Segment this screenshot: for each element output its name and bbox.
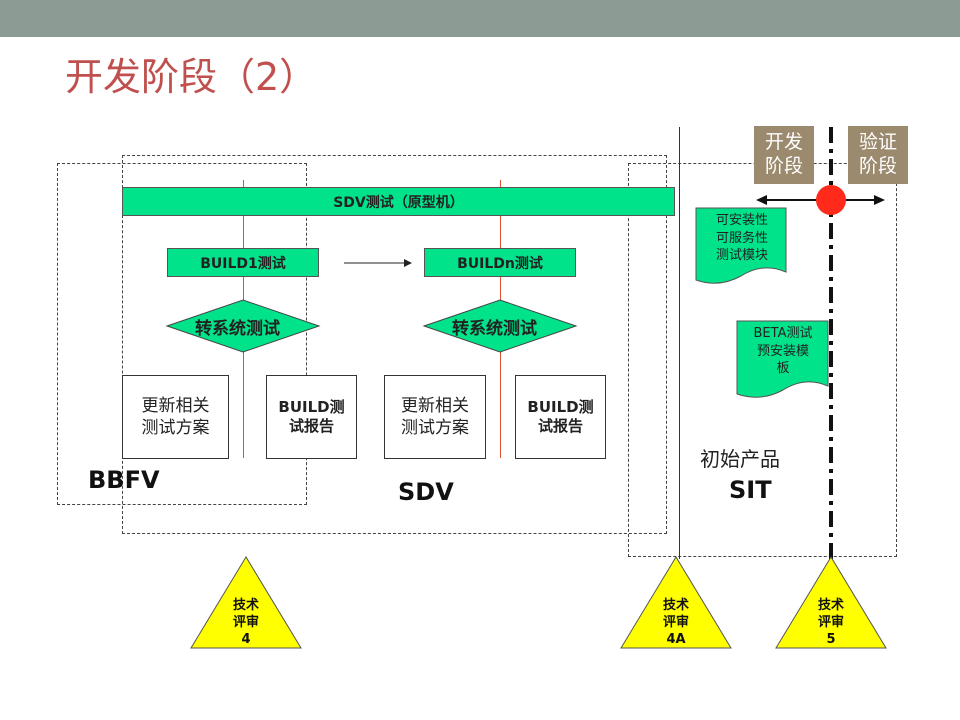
review-triangle-4a — [620, 556, 732, 649]
sdv-region — [122, 155, 667, 534]
review-label-4a: 技术 评审 4A — [662, 598, 689, 647]
diamond-shape-2 — [422, 299, 578, 353]
bbfv-label: BBFV — [88, 466, 160, 494]
buildn-test: BUILDn测试 — [424, 248, 576, 277]
doc-shape-1 — [695, 207, 787, 284]
doc-label-2: BETA测试 预安装模 板 — [753, 326, 813, 377]
sdv-test-bar: SDV测试（原型机） — [122, 187, 675, 216]
review-label-5: 技术 评审 5 — [817, 598, 844, 647]
page-title: 开发阶段（2） — [65, 55, 318, 99]
dev-phase-badge: 开发 阶段 — [754, 126, 814, 184]
diamond-label-2: 转系统测试 — [452, 319, 537, 339]
review-label-4: 技术 评审 4 — [232, 598, 259, 647]
sit-label: SIT — [729, 476, 772, 504]
sdv-label: SDV — [398, 478, 454, 506]
review-triangle-5 — [775, 556, 887, 649]
top-bar — [0, 0, 960, 37]
review-triangle-4 — [190, 556, 302, 649]
milestone-marker — [816, 185, 846, 215]
diamond-shape-1 — [165, 299, 321, 353]
initial-product-label: 初始产品 — [700, 447, 780, 471]
update-test-plan-1: 更新相关 测试方案 — [122, 375, 229, 459]
diamond-label-1: 转系统测试 — [195, 319, 280, 339]
doc-label-1: 可安装性 可服务性 测试模块 — [715, 213, 768, 264]
build1-test: BUILD1测试 — [167, 248, 319, 277]
build-test-report-1: BUILD测 试报告 — [266, 375, 357, 459]
phase-divider-line — [679, 127, 680, 559]
verify-phase-badge: 验证 阶段 — [848, 126, 908, 184]
bbfv-region — [57, 163, 307, 505]
doc-shape-2 — [736, 320, 829, 398]
build-test-report-2: BUILD测 试报告 — [515, 375, 606, 459]
update-test-plan-2: 更新相关 测试方案 — [384, 375, 486, 459]
